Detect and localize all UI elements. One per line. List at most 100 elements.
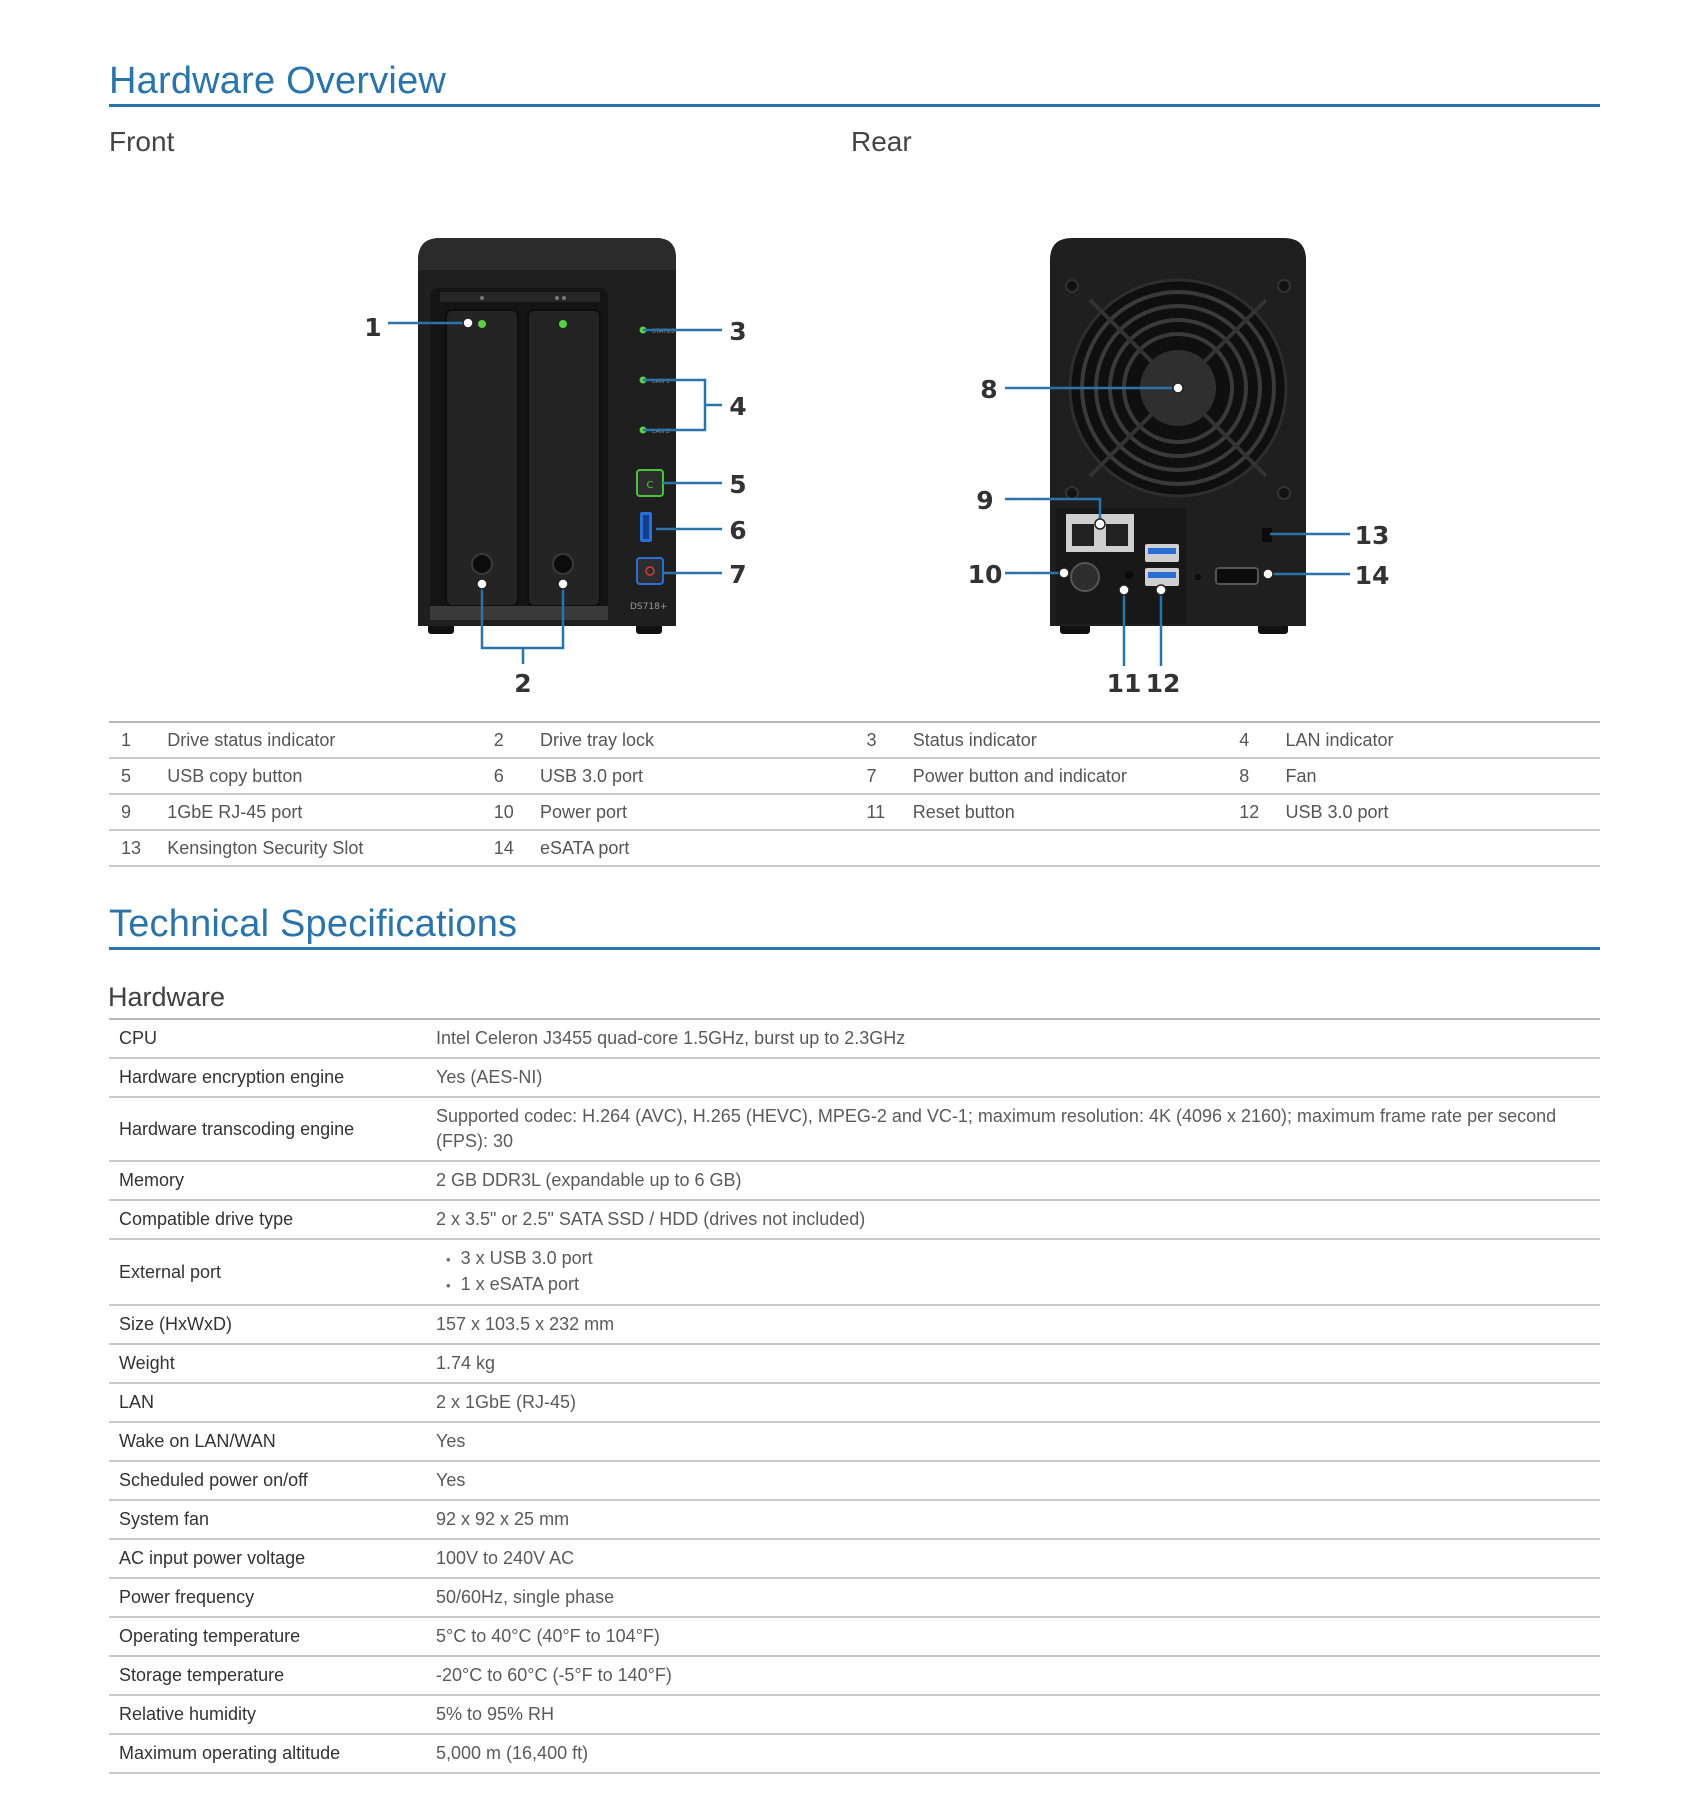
spec-key: AC input power voltage	[109, 1539, 436, 1579]
legend-label: eSATA port	[540, 830, 855, 867]
front-device-image: STATUS LAN 1 LAN 2 C DS718+	[418, 238, 676, 634]
spec-value: 157 x 103.5 x 232 mm	[436, 1305, 1600, 1345]
spec-key: Hardware transcoding engine	[109, 1097, 436, 1162]
spec-value: 5,000 m (16,400 ft)	[436, 1734, 1600, 1774]
legend-number	[1227, 830, 1286, 867]
status-led-label: STATUS	[652, 328, 675, 335]
legend-number: 8	[1227, 758, 1286, 795]
legend-number: 2	[481, 722, 540, 759]
spec-value: -20°C to 60°C (-5°F to 140°F)	[436, 1656, 1600, 1696]
legend-label: Power port	[540, 794, 855, 831]
spec-value: 1.74 kg	[436, 1344, 1600, 1384]
overview-divider	[109, 104, 1600, 107]
callout-2: 2	[514, 669, 531, 698]
legend-label	[1285, 830, 1600, 867]
spec-value: Yes	[436, 1461, 1600, 1501]
legend-number: 12	[1227, 794, 1286, 831]
spec-key: Wake on LAN/WAN	[109, 1422, 436, 1462]
spec-key: Hardware encryption engine	[109, 1058, 436, 1098]
specs-title: Technical Specifications	[109, 903, 518, 945]
callout-14: 14	[1355, 561, 1390, 590]
callout-11: 11	[1107, 669, 1142, 698]
spec-value: Yes	[436, 1422, 1600, 1462]
spec-key: Maximum operating altitude	[109, 1734, 436, 1774]
specs-divider	[109, 947, 1600, 950]
legend-label: Drive tray lock	[540, 722, 855, 759]
legend-label: Status indicator	[912, 722, 1228, 759]
callout-9: 9	[976, 486, 993, 515]
device-model-label: DS718+	[630, 602, 667, 612]
legend-label: LAN indicator	[1285, 722, 1600, 759]
spec-row: Storage temperature-20°C to 60°C (-5°F t…	[109, 1656, 1600, 1696]
rear-callout-lines	[1005, 386, 1350, 666]
spec-key: Power frequency	[109, 1578, 436, 1618]
legend-label: Fan	[1285, 758, 1600, 795]
legend-number: 4	[1227, 722, 1286, 759]
legend-number: 9	[109, 794, 168, 831]
spec-value: Supported codec: H.264 (AVC), H.265 (HEV…	[436, 1097, 1600, 1162]
legend-number: 1	[109, 722, 168, 759]
spec-key: System fan	[109, 1500, 436, 1540]
spec-key: CPU	[109, 1019, 436, 1059]
spec-key: Memory	[109, 1161, 436, 1201]
spec-list-item: 1 x eSATA port	[436, 1272, 1600, 1298]
legend-number: 13	[109, 830, 168, 867]
callout-8: 8	[980, 375, 997, 404]
legend-label: Reset button	[912, 794, 1228, 831]
spec-value: 2 x 3.5" or 2.5" SATA SSD / HDD (drives …	[436, 1200, 1600, 1240]
spec-key: Size (HxWxD)	[109, 1305, 436, 1345]
legend-number: 14	[481, 830, 540, 867]
spec-value: 2 x 1GbE (RJ-45)	[436, 1383, 1600, 1423]
spec-value: 100V to 240V AC	[436, 1539, 1600, 1579]
legend-label: Drive status indicator	[167, 722, 482, 759]
svg-text:C: C	[647, 480, 654, 491]
callout-12: 12	[1146, 669, 1181, 698]
callout-6: 6	[729, 516, 746, 545]
legend-number: 5	[109, 758, 168, 795]
spec-value: Intel Celeron J3455 quad-core 1.5GHz, bu…	[436, 1019, 1600, 1059]
legend-label: 1GbE RJ-45 port	[167, 794, 482, 831]
spec-key: Relative humidity	[109, 1695, 436, 1735]
legend-label: USB 3.0 port	[1285, 794, 1600, 831]
spec-key: Compatible drive type	[109, 1200, 436, 1240]
spec-key: Weight	[109, 1344, 436, 1384]
spec-value: Yes (AES-NI)	[436, 1058, 1600, 1098]
spec-value: 5% to 95% RH	[436, 1695, 1600, 1735]
spec-key: External port	[109, 1239, 436, 1306]
callout-13: 13	[1355, 521, 1390, 550]
spec-key: Operating temperature	[109, 1617, 436, 1657]
spec-value: 92 x 92 x 25 mm	[436, 1500, 1600, 1540]
spec-value: 50/60Hz, single phase	[436, 1578, 1600, 1618]
legend-label	[912, 830, 1228, 867]
rear-label: Rear	[851, 126, 912, 157]
spec-value: 5°C to 40°C (40°F to 104°F)	[436, 1617, 1600, 1657]
callout-10: 10	[968, 560, 1003, 589]
callout-7: 7	[729, 560, 746, 589]
callout-5: 5	[729, 470, 746, 499]
callout-4: 4	[729, 392, 746, 421]
hardware-section-title: Hardware	[108, 982, 226, 1012]
legend-number: 6	[481, 758, 540, 795]
spec-key: LAN	[109, 1383, 436, 1423]
spec-list-item: 3 x USB 3.0 port	[436, 1246, 1600, 1272]
